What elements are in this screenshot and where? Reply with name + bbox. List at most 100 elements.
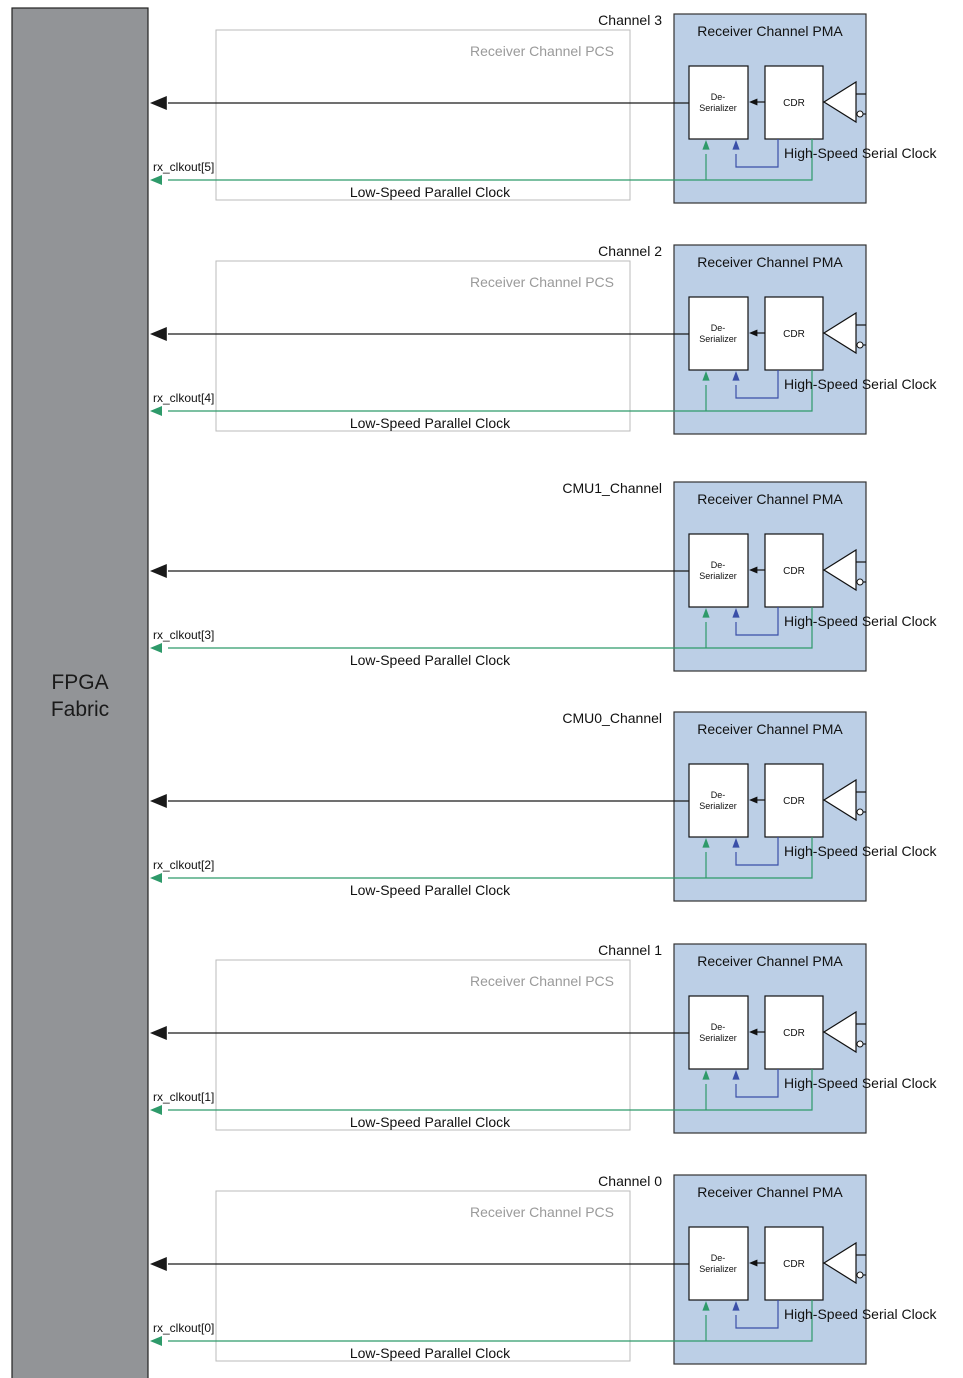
rx-buffer-icon [822, 80, 857, 124]
rx-buffer-icon [822, 311, 857, 355]
cdr-to-deser-arrow [749, 98, 758, 106]
hs-clock-line [735, 837, 779, 866]
ls-clock-label: Low-Speed Parallel Clock [350, 1345, 511, 1361]
pcs-box [215, 1190, 631, 1362]
cdr-to-deser-arrow [749, 566, 758, 574]
hs-clock-label: High-Speed Serial Clock [784, 1075, 938, 1091]
channel-name: Channel 1 [598, 942, 662, 958]
rx-buffer-invert-bubble [856, 1040, 864, 1048]
channel-name: Channel 0 [598, 1173, 662, 1189]
rx-buffer-icon [822, 548, 857, 592]
cdr-to-deser-arrow [749, 1259, 758, 1267]
ls-clock-line [168, 837, 813, 879]
rx-clkout-label: rx_clkout[0] [153, 1321, 214, 1335]
deserializer-label-line1: De- [711, 560, 726, 570]
deserializer-block [688, 763, 749, 838]
hs-clock-line [735, 1069, 779, 1098]
hs-clock-arrow [732, 1070, 740, 1080]
cdr-label: CDR [783, 98, 805, 109]
pcs-box [215, 959, 631, 1131]
ls-clock-line [168, 607, 813, 649]
pcs-label: Receiver Channel PCS [470, 43, 614, 59]
parallel-data-arrow [150, 794, 167, 808]
rx-buffer-invert-bubble [856, 578, 864, 586]
ls-clock-label: Low-Speed Parallel Clock [350, 882, 511, 898]
rx-clkout-label: rx_clkout[4] [153, 391, 214, 405]
deserializer-label-line1: De- [711, 92, 726, 102]
channel-name: Channel 3 [598, 12, 662, 28]
deserializer-label-line1: De- [711, 323, 726, 333]
ls-clock-arrow [150, 873, 162, 883]
deserializer-block [688, 296, 749, 371]
deserializer-block [688, 533, 749, 608]
deserializer-label-line1: De- [711, 1022, 726, 1032]
ls-clock-line [168, 1069, 813, 1111]
cdr-block [764, 995, 824, 1070]
hs-clock-line [735, 139, 779, 168]
pcs-label: Receiver Channel PCS [470, 973, 614, 989]
rx-buffer-invert-bubble [856, 341, 864, 349]
cdr-label: CDR [783, 329, 805, 340]
rx-clkout-label: rx_clkout[1] [153, 1090, 214, 1104]
rx-clkout-label: rx_clkout[2] [153, 858, 214, 872]
cdr-label: CDR [783, 566, 805, 577]
hs-clock-arrow [732, 140, 740, 150]
ls-clock-arrow [150, 1105, 162, 1115]
deserializer-label-line2: Serializer [699, 571, 737, 581]
hs-clock-label: High-Speed Serial Clock [784, 1306, 938, 1322]
parallel-data-arrow [150, 96, 167, 110]
ls-clock-label: Low-Speed Parallel Clock [350, 1114, 511, 1130]
deserializer-label-line2: Serializer [699, 801, 737, 811]
ls-clock-arrow [150, 643, 162, 653]
parallel-data-arrow [150, 564, 167, 578]
ls-clock-line [168, 370, 813, 412]
fabric-label-line1: FPGA [51, 671, 108, 694]
ls-clock-branch-arrow [702, 1070, 710, 1080]
channel-name: CMU0_Channel [562, 710, 662, 726]
cdr-label: CDR [783, 796, 805, 807]
ls-clock-branch-arrow [702, 838, 710, 848]
ls-clock-branch-arrow [702, 1301, 710, 1311]
channel-group-5: Receiver Channel PCS Channel 0 Receiver Ch… [150, 1173, 938, 1365]
cdr-label: CDR [783, 1259, 805, 1270]
deserializer-block [688, 65, 749, 140]
pma-label: Receiver Channel PMA [697, 491, 843, 507]
cdr-to-deser-arrow [749, 796, 758, 804]
ls-clock-branch-arrow [702, 371, 710, 381]
cdr-block [764, 763, 824, 838]
ls-clock-line [168, 139, 813, 181]
parallel-data-arrow [150, 327, 167, 341]
cdr-to-deser-arrow [749, 1028, 758, 1036]
rx-clkout-label: rx_clkout[5] [153, 160, 214, 174]
hs-clock-label: High-Speed Serial Clock [784, 613, 938, 629]
hs-clock-arrow [732, 371, 740, 381]
deserializer-label-line2: Serializer [699, 334, 737, 344]
hs-clock-arrow [732, 608, 740, 618]
pcs-box [215, 260, 631, 432]
rx-buffer-icon [822, 1010, 857, 1054]
pma-label: Receiver Channel PMA [697, 1184, 843, 1200]
channel-name: Channel 2 [598, 243, 662, 259]
pcs-label: Receiver Channel PCS [470, 1204, 614, 1220]
pcs-box [215, 29, 631, 201]
fabric-label-line2: Fabric [51, 698, 109, 721]
rx-buffer-icon [822, 1241, 857, 1285]
ls-clock-arrow [150, 406, 162, 416]
ls-clock-label: Low-Speed Parallel Clock [350, 184, 511, 200]
rx-buffer-invert-bubble [856, 808, 864, 816]
hs-clock-arrow [732, 838, 740, 848]
pcs-label: Receiver Channel PCS [470, 274, 614, 290]
ls-clock-line [168, 1300, 813, 1342]
cdr-to-deser-arrow [749, 329, 758, 337]
deserializer-label-line2: Serializer [699, 103, 737, 113]
rx-clkout-label: rx_clkout[3] [153, 628, 214, 642]
ls-clock-label: Low-Speed Parallel Clock [350, 652, 511, 668]
rx-buffer-invert-bubble [856, 110, 864, 118]
deserializer-block [688, 1226, 749, 1301]
